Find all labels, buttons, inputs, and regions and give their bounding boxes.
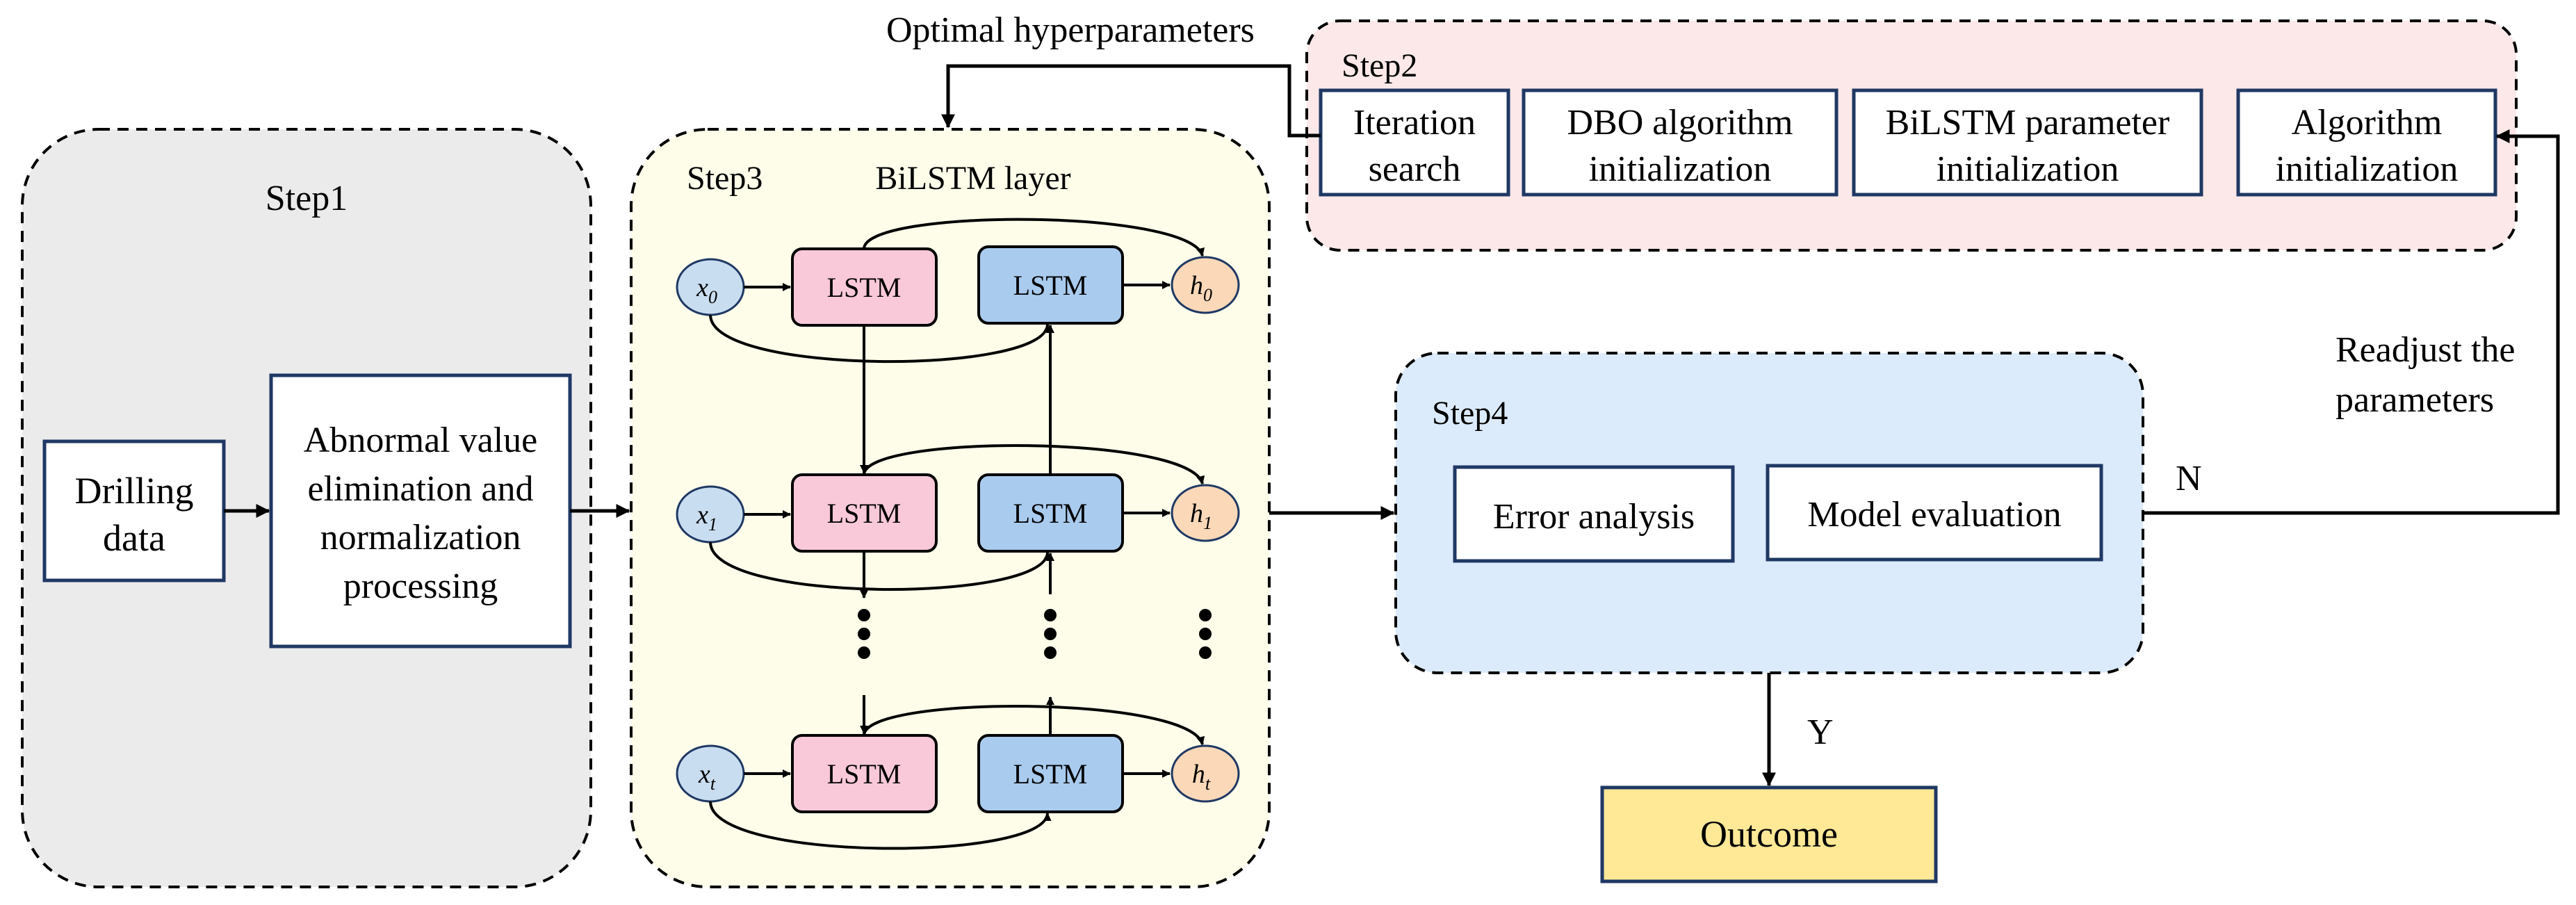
output-h1-label: h1	[1190, 499, 1212, 533]
backward-ellipsis-dots	[1044, 609, 1057, 659]
step4-title: Step4	[1432, 395, 1508, 432]
output-node-h0	[1171, 256, 1240, 314]
bilstm-row-t: xt LSTM LSTM ht	[676, 705, 1240, 850]
algorithm-init-box: Algorithm initialization	[2236, 88, 2497, 197]
algorithm-init-line-1: Algorithm	[2292, 103, 2443, 142]
step1-title: Step1	[266, 179, 348, 218]
readjust-label-line-2: parameters	[2335, 380, 2494, 420]
output-ellipsis-dots	[1199, 609, 1212, 659]
model-evaluation-box: Model evaluation	[1766, 464, 2103, 562]
bilstm-param-line-2: initialization	[1937, 149, 2119, 189]
optimal-hyperparameters-label: Optimal hyperparameters	[886, 10, 1255, 50]
outcome-label: Outcome	[1700, 813, 1838, 855]
bilstm-row-1: x1 LSTM LSTM h1	[676, 444, 1240, 591]
input-xt-label: xt	[698, 760, 716, 794]
dbo-init-line-2: initialization	[1589, 149, 1772, 189]
output-h0-label: h0	[1190, 271, 1212, 305]
backward-lstm-label-1: LSTM	[1013, 498, 1088, 529]
step3-title: Step3	[687, 160, 763, 197]
preprocess-line-2: elimination and	[308, 469, 534, 509]
arc-x0-to-backward	[709, 314, 1052, 364]
error-analysis-box: Error analysis	[1453, 465, 1735, 563]
drilling-data-line-1: Drilling	[75, 470, 194, 512]
preprocess-line-4: processing	[343, 566, 498, 606]
step2-panel: Step2 Iteration search DBO algorithm ini…	[1305, 19, 2518, 252]
output-ht-label: ht	[1192, 760, 1211, 794]
algorithm-init-line-2: initialization	[2276, 149, 2459, 189]
error-analysis-label: Error analysis	[1493, 497, 1695, 537]
model-evaluation-label: Model evaluation	[1807, 495, 2061, 535]
output-node-ht	[1171, 744, 1240, 803]
bilstm-param-init-box: BiLSTM parameter initialization	[1852, 88, 2203, 197]
arc-forward-to-h0	[863, 218, 1205, 256]
drilling-data-line-2: data	[103, 517, 165, 559]
arrow-step2-to-step3	[941, 64, 1321, 138]
arc-x1-to-backward	[709, 541, 1052, 591]
iteration-search-box: Iteration search	[1319, 88, 1510, 197]
input-x1-label: x1	[696, 500, 717, 535]
arrow-readjust-parameters	[2143, 129, 2560, 515]
no-branch-label: N	[2176, 459, 2202, 498]
backward-lstm-label-t: LSTM	[1013, 758, 1088, 790]
forward-ellipsis-dots	[858, 609, 870, 659]
step3-panel: Step3 BiLSTM layer x0 LSTM LSTM h0 x1 LS…	[630, 128, 1271, 888]
forward-lstm-label-t: LSTM	[827, 758, 902, 790]
input-x0-label: x0	[696, 273, 717, 307]
backward-lstm-label-0: LSTM	[1013, 270, 1088, 301]
step4-panel: Step4 Error analysis Model evaluation	[1394, 352, 2144, 674]
preprocess-box: Abnormal value elimination and normaliza…	[269, 373, 572, 649]
yes-branch-label: Y	[1807, 712, 1834, 752]
drilling-data-box: Drilling data	[42, 439, 226, 582]
iteration-search-line-2: search	[1369, 149, 1461, 189]
arc-forward-to-ht	[863, 705, 1205, 745]
bilstm-layer-label: BiLSTM layer	[875, 160, 1070, 197]
bilstm-param-line-1: BiLSTM parameter	[1886, 103, 2170, 142]
arc-forward-to-h1	[863, 444, 1205, 484]
step1-panel: Step1 Drilling data Abnormal value elimi…	[21, 128, 592, 888]
dbo-init-box: DBO algorithm initialization	[1522, 88, 1839, 197]
readjust-label-line-1: Readjust the	[2335, 330, 2516, 370]
preprocess-line-3: normalization	[320, 518, 521, 557]
output-node-h1	[1171, 484, 1240, 542]
forward-lstm-label-0: LSTM	[827, 272, 902, 303]
outcome-box: Outcome	[1600, 785, 1938, 883]
iteration-search-line-1: Iteration	[1353, 103, 1476, 142]
dbo-init-line-1: DBO algorithm	[1567, 103, 1793, 142]
arc-xt-to-backward	[709, 801, 1052, 850]
forward-lstm-label-1: LSTM	[827, 498, 902, 529]
step2-title: Step2	[1342, 47, 1417, 84]
preprocess-line-1: Abnormal value	[304, 421, 537, 460]
